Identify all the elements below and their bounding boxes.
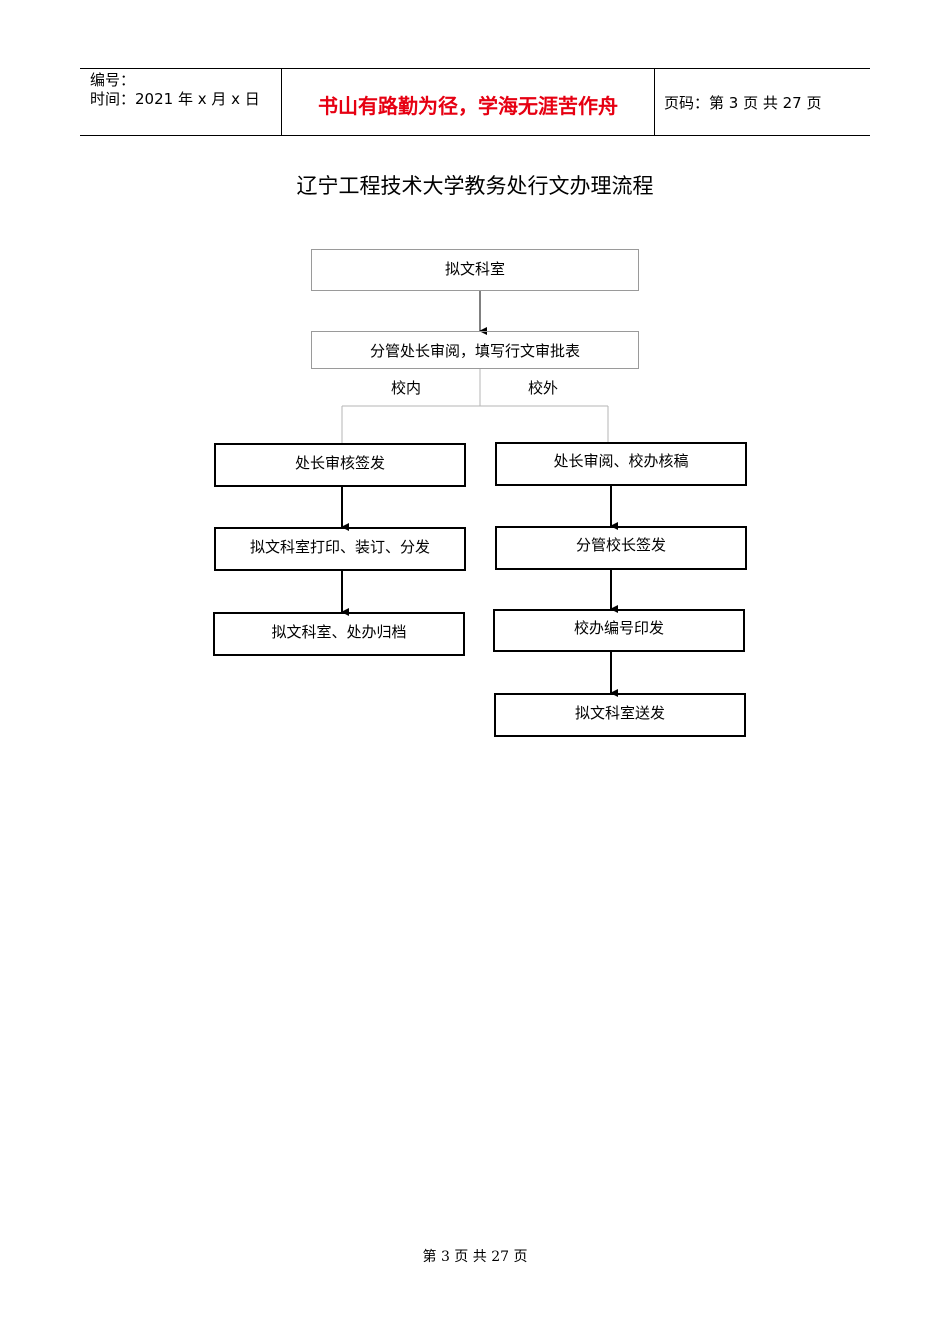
header-bottom-rule: [80, 135, 870, 136]
branch-label-external: 校外: [528, 379, 559, 397]
right-step-1: 处长审阅、校办核稿: [495, 442, 747, 486]
left-step-3: 拟文科室、处办归档: [213, 612, 465, 656]
document-date: 时间：2021 年 x 月 x 日: [90, 90, 260, 108]
header-top-rule: [80, 68, 870, 69]
flow-review-box: 分管处长审阅，填写行文审批表: [311, 331, 639, 369]
page-footer: 第 3 页 共 27 页: [422, 1249, 528, 1265]
flow-start-box: 拟文科室: [311, 249, 639, 291]
left-step-1: 处长审核签发: [214, 443, 466, 487]
branch-label-internal: 校内: [391, 379, 422, 397]
document-number-label: 编号：: [90, 71, 136, 89]
flowchart-connectors: [341, 291, 618, 697]
header-divider-right: [654, 68, 655, 136]
page-title: 辽宁工程技术大学教务处行文办理流程: [296, 174, 654, 198]
right-step-3: 校办编号印发: [493, 609, 745, 652]
left-step-2: 拟文科室打印、装订、分发: [214, 527, 466, 571]
page-indicator: 页码：第 3 页 共 27 页: [664, 94, 822, 112]
header-motto: 书山有路勤为径，学海无涯苦作舟: [318, 94, 618, 118]
right-step-4: 拟文科室送发: [494, 693, 746, 737]
header-divider-left: [281, 68, 282, 136]
right-step-2: 分管校长签发: [495, 526, 747, 570]
